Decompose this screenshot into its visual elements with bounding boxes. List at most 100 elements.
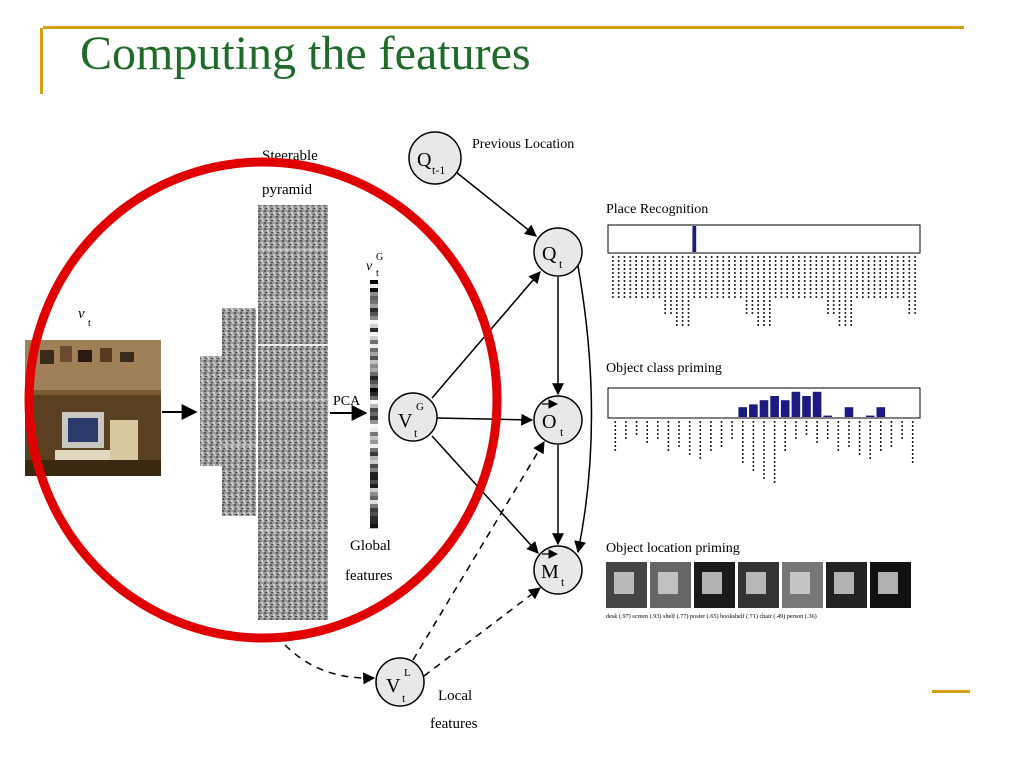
- vtg-sub-label: t: [376, 268, 379, 279]
- feature-cell: [370, 384, 378, 389]
- location-highlight: [790, 572, 810, 594]
- feature-cell: [370, 340, 378, 345]
- object-location-title: Object location priming: [606, 541, 740, 556]
- feature-cell: [370, 300, 378, 305]
- bar: [865, 415, 875, 417]
- svg-text:t: t: [559, 257, 563, 271]
- feature-cell: [370, 472, 378, 477]
- node-q-t: Q t: [533, 227, 583, 277]
- feature-cell: [370, 452, 378, 457]
- pca-label: PCA: [333, 394, 361, 409]
- vt-label: v: [78, 306, 85, 322]
- local-feature-dashed-edges: [284, 440, 545, 685]
- feature-cell: [370, 280, 378, 285]
- feature-cell: [370, 444, 378, 449]
- feature-cell: [370, 336, 378, 341]
- feature-cell: [370, 488, 378, 493]
- feature-cell: [370, 432, 378, 437]
- place-recognition-title: Place Recognition: [606, 202, 708, 217]
- node-v-local: V L t: [375, 657, 425, 707]
- feature-cell: [370, 296, 378, 301]
- feature-cell: [370, 520, 378, 525]
- svg-text:t: t: [414, 426, 418, 440]
- svg-text:M: M: [541, 561, 559, 583]
- bar: [780, 400, 790, 417]
- feature-cell: [370, 292, 378, 297]
- feature-cell: [370, 504, 378, 509]
- feature-cell: [370, 408, 378, 413]
- input-scene-image: [25, 340, 161, 476]
- svg-text:t: t: [561, 575, 565, 589]
- location-highlight: [746, 572, 766, 594]
- vt-sub-label: t: [88, 318, 91, 329]
- feature-cell: [370, 416, 378, 421]
- accent-rule-footer: [932, 690, 970, 693]
- feature-cell: [370, 420, 378, 425]
- object-class-bars: [738, 391, 886, 417]
- svg-text:Q: Q: [417, 149, 432, 171]
- feature-cell: [370, 364, 378, 369]
- feature-cell: [370, 376, 378, 381]
- feature-cell: [370, 448, 378, 453]
- feature-cell: [370, 500, 378, 505]
- slide-title: Computing the features: [80, 27, 531, 80]
- place-recognition-bars: [692, 226, 697, 252]
- feature-cell: [370, 428, 378, 433]
- feature-cell: [370, 516, 378, 521]
- global-features-label-2: features: [345, 568, 393, 584]
- feature-cell: [370, 312, 378, 317]
- location-highlight: [614, 572, 634, 594]
- svg-text:t-1: t-1: [432, 163, 445, 177]
- bar: [812, 391, 822, 417]
- svg-text:Q: Q: [542, 243, 557, 265]
- feature-cell: [370, 464, 378, 469]
- object-location-captions: desk (.97) screen (.93) shelf (.77) post…: [606, 613, 817, 620]
- feature-cell: [370, 288, 378, 293]
- feature-cell: [370, 304, 378, 309]
- feature-cell: [370, 460, 378, 465]
- svg-text:t: t: [560, 425, 564, 439]
- svg-text:V: V: [386, 675, 401, 697]
- object-class-tick-labels: [614, 421, 914, 485]
- bar: [844, 407, 854, 417]
- location-highlight: [878, 572, 898, 594]
- feature-cell: [370, 512, 378, 517]
- svg-text:L: L: [404, 667, 411, 679]
- feature-cell: [370, 356, 378, 361]
- location-highlight: [702, 572, 722, 594]
- feature-cell: [370, 352, 378, 357]
- global-features-label-1: Global: [350, 538, 391, 554]
- feature-cell: [370, 360, 378, 365]
- location-highlight: [658, 572, 678, 594]
- bar: [692, 226, 697, 252]
- feature-cell: [370, 328, 378, 333]
- global-feature-vector: [370, 280, 378, 529]
- feature-cell: [370, 480, 378, 485]
- bar: [770, 396, 779, 417]
- svg-text:V: V: [398, 410, 413, 432]
- feature-cell: [370, 400, 378, 405]
- feature-cell: [370, 380, 378, 385]
- object-class-title: Object class priming: [606, 361, 722, 376]
- accent-rule-horizontal: [43, 26, 964, 29]
- feature-cell: [370, 496, 378, 501]
- feature-cell: [370, 468, 378, 473]
- feature-cell: [370, 324, 378, 329]
- bar: [802, 396, 811, 417]
- accent-rule-vertical: [40, 28, 43, 94]
- feature-cell: [370, 456, 378, 461]
- vtg-label: v: [366, 259, 373, 274]
- feature-cell: [370, 440, 378, 445]
- feature-cell: [370, 436, 378, 441]
- previous-location-label: Previous Location: [472, 137, 574, 152]
- highlight-circle: [24, 157, 502, 643]
- node-q-previous: Q t-1: [408, 131, 462, 185]
- local-features-label-1: Local: [438, 688, 472, 704]
- local-features-label-2: features: [430, 716, 478, 732]
- feature-cell: [370, 508, 378, 513]
- feature-cell: [370, 344, 378, 349]
- feature-cell: [370, 524, 378, 529]
- bar: [759, 400, 769, 417]
- bar: [791, 391, 801, 417]
